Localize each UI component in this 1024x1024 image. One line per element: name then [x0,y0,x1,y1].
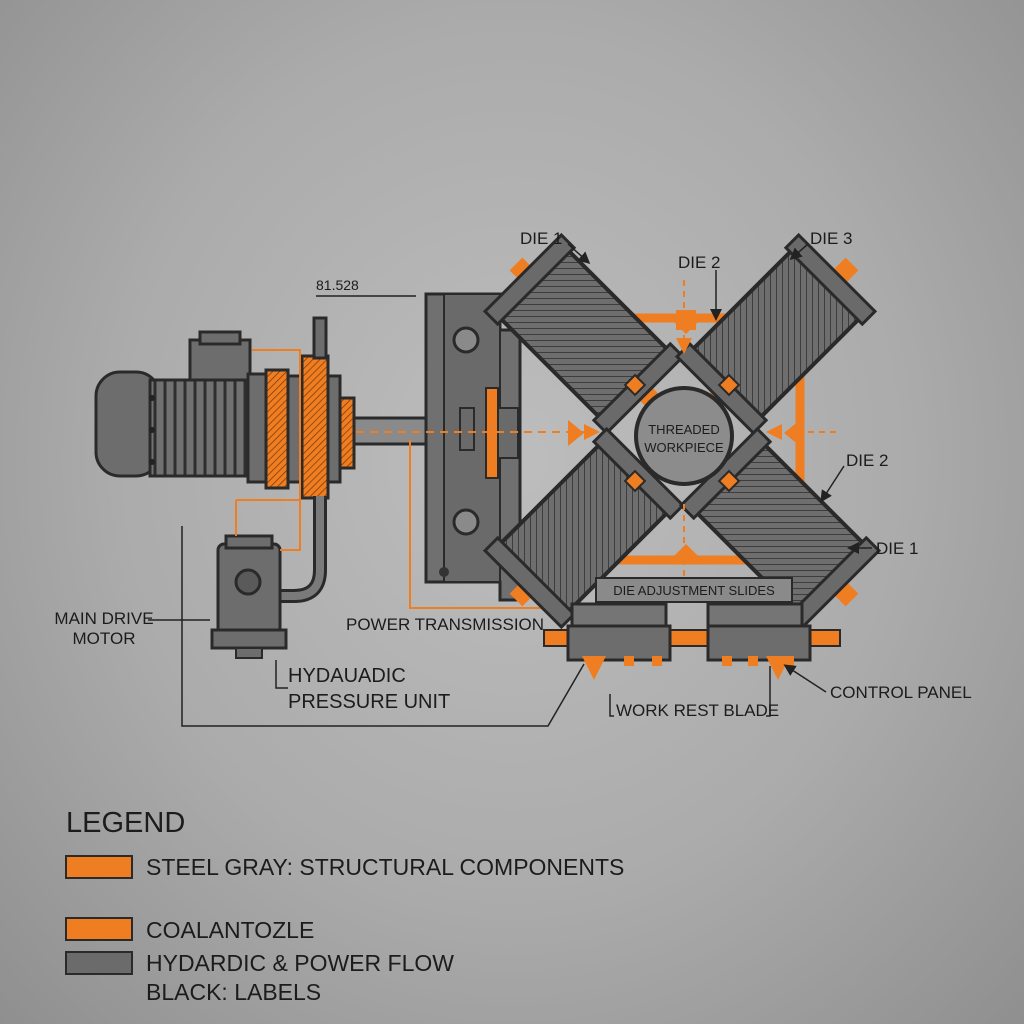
machine-frame [424,292,522,602]
leader-lines [148,243,872,727]
hydraulic-label-line2: PRESSURE UNIT [288,691,450,713]
workpiece-label-line2: WORKPIECE [644,440,724,455]
motor-terminal-box [188,338,252,382]
workpiece-label-line1: THREADED [648,422,720,437]
legend-swatch-flow [65,951,133,975]
legend-item-flow: HYDARDIC & POWER FLOW [146,950,454,976]
work-rest-label: WORK REST BLADE [616,701,779,720]
power-transmission-label: POWER TRANSMISSION [346,615,544,634]
measurement-label: 81.528 [316,277,359,293]
legend-extra: BLACK: LABELS [146,979,321,1005]
hydraulic-pressure-unit [210,534,288,659]
main-drive-motor [94,330,268,484]
main-drive-label-line1: MAIN DRIVE [54,609,153,628]
threaded-workpiece [634,386,734,486]
die-adjustment-label: DIE ADJUSTMENT SLIDES [613,583,775,598]
legend-swatch-coolant [65,917,133,941]
label-die2-right: DIE 2 [846,451,889,470]
label-die1-right: DIE 1 [876,539,919,558]
legend-swatch-structural [65,855,133,879]
coupling-assembly [264,316,432,500]
legend-item-structural: STEEL GRAY: STRUCTURAL COMPONENTS [146,854,624,880]
legend-title: LEGEND [66,807,185,839]
hydraulic-label-line1: HYDAUADIC [288,665,406,687]
label-die3-top: DIE 3 [810,229,853,248]
die-adjustment-slides [543,577,841,680]
control-panel-label: CONTROL PANEL [830,683,972,702]
legend-item-coolant: COALANTOZLE [146,917,314,943]
motor-cooling-fins [148,378,254,478]
label-die1-top: DIE 1 [520,229,563,248]
hydraulic-flow-lines [235,349,580,609]
legend: LEGEND STEEL GRAY: STRUCTURAL COMPONENTS… [65,807,624,1005]
label-die2-top: DIE 2 [678,253,721,272]
main-drive-label-line2: MOTOR [73,629,136,648]
